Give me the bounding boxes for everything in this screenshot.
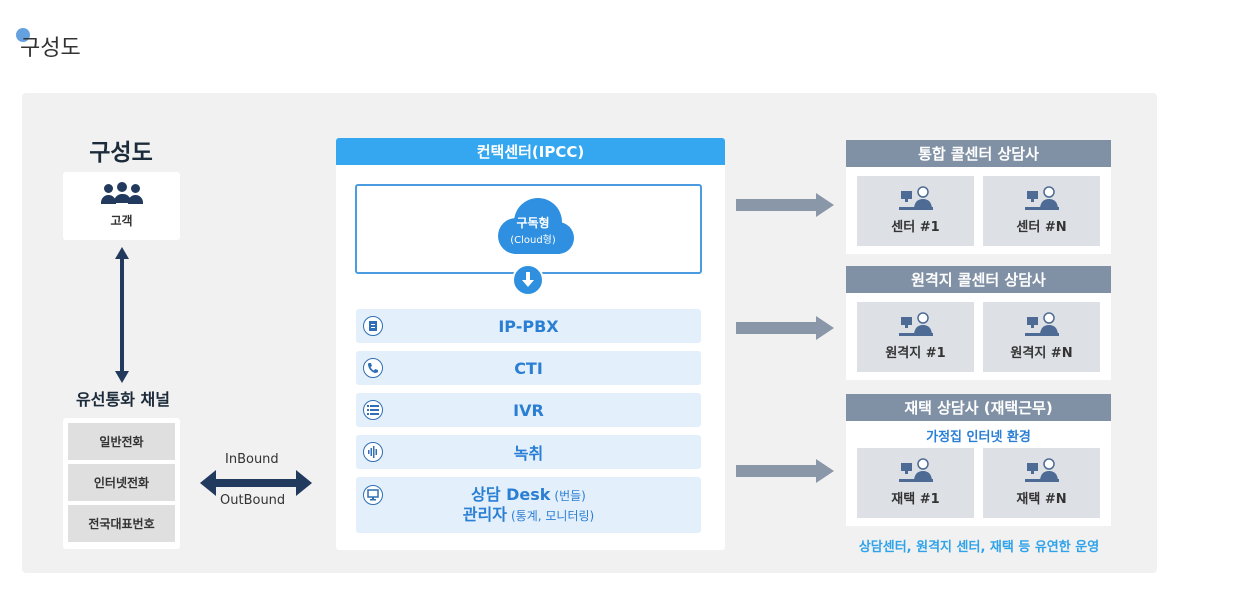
agent-label: 재택 #1 <box>891 492 940 507</box>
admin-label: 관리자 <box>462 505 507 524</box>
agent-label: 센터 #1 <box>891 220 940 235</box>
agent-card: 원격지 #1 <box>857 302 974 372</box>
channel-title: 유선통화 채널 <box>76 390 170 409</box>
target-home-agents: 재택 상담사 (재택근무) 가정집 인터넷 환경 재택 #1 재택 #N <box>846 394 1111 526</box>
desk-label: 상담 Desk <box>471 485 551 504</box>
monitor-icon <box>363 485 383 505</box>
cloud-icon: 구독형 (Cloud형) <box>488 194 578 260</box>
agent-icon <box>1024 458 1059 482</box>
contact-center-box: 컨택센터(IPCC) 구독형 (Cloud형) IP-PBX CTI <box>336 138 725 550</box>
module-label: 녹취 <box>513 444 544 463</box>
diagram-title: 구성도 <box>89 140 153 166</box>
module-recording: 녹취 <box>356 435 701 469</box>
module-label: CTI <box>514 358 543 378</box>
agent-icon <box>898 186 933 210</box>
module-ippbx: IP-PBX <box>356 309 701 343</box>
module-label: IP-PBX <box>498 316 559 336</box>
list-icon <box>363 400 383 420</box>
target-integrated-center: 통합 콜센터 상담사 센터 #1 센터 #N <box>846 140 1111 254</box>
outbound-label: OutBound <box>220 493 286 508</box>
agent-label: 원격지 #N <box>1010 346 1073 361</box>
agent-label: 재택 #N <box>1016 492 1067 507</box>
flow-arrow <box>736 316 834 340</box>
heading-bullet-icon <box>16 28 30 42</box>
agent-label: 센터 #N <box>1016 220 1067 235</box>
channel-box: 일반전화 인터넷전화 전국대표번호 <box>63 418 180 549</box>
agent-card: 센터 #N <box>983 176 1100 246</box>
phone-icon <box>363 358 383 378</box>
waveform-icon <box>363 442 383 462</box>
customers-icon <box>97 182 147 208</box>
customer-channel-arrow <box>115 247 129 383</box>
channel-item: 일반전화 <box>68 423 175 460</box>
cloud-title: 구독형 <box>516 216 550 230</box>
customer-box: 고객 <box>63 172 180 240</box>
agent-icon <box>1024 312 1059 336</box>
agent-card: 센터 #1 <box>857 176 974 246</box>
flow-arrow <box>736 193 834 217</box>
agent-card: 재택 #N <box>983 448 1100 518</box>
cloud-box: 구독형 (Cloud형) <box>355 184 702 274</box>
agent-label: 원격지 #1 <box>885 346 946 361</box>
agent-card: 원격지 #N <box>983 302 1100 372</box>
target-remote-center: 원격지 콜센터 상담사 원격지 #1 원격지 #N <box>846 266 1111 380</box>
module-cti: CTI <box>356 351 701 385</box>
agent-icon <box>898 458 933 482</box>
module-desk-admin: 상담 Desk(번들) 관리자(통계, 모니터링) <box>356 477 701 533</box>
channel-item: 전국대표번호 <box>68 505 175 542</box>
desk-sublabel: (번들) <box>554 489 586 503</box>
page-heading-text: 구성도 <box>20 36 81 61</box>
target-header: 원격지 콜센터 상담사 <box>846 266 1111 293</box>
document-icon <box>363 316 383 336</box>
contact-center-header: 컨택센터(IPCC) <box>336 138 725 165</box>
channel-item: 인터넷전화 <box>68 464 175 501</box>
cloud-subtitle: (Cloud형) <box>510 235 556 246</box>
agent-icon <box>1024 186 1059 210</box>
flow-arrow <box>736 459 834 483</box>
module-label: IVR <box>513 400 544 420</box>
agent-card: 재택 #1 <box>857 448 974 518</box>
agent-icon <box>898 312 933 336</box>
inbound-outbound-arrow <box>200 470 312 496</box>
target-header: 통합 콜센터 상담사 <box>846 140 1111 167</box>
footnote: 상담센터, 원격지 센터, 재택 등 유연한 운영 <box>858 540 1100 555</box>
admin-sublabel: (통계, 모니터링) <box>510 509 595 523</box>
customer-label: 고객 <box>110 214 133 228</box>
home-network-note: 가정집 인터넷 환경 <box>926 430 1031 445</box>
inbound-label: InBound <box>225 452 279 467</box>
down-arrow-icon <box>512 264 544 296</box>
module-ivr: IVR <box>356 393 701 427</box>
target-header: 재택 상담사 (재택근무) <box>846 394 1111 421</box>
